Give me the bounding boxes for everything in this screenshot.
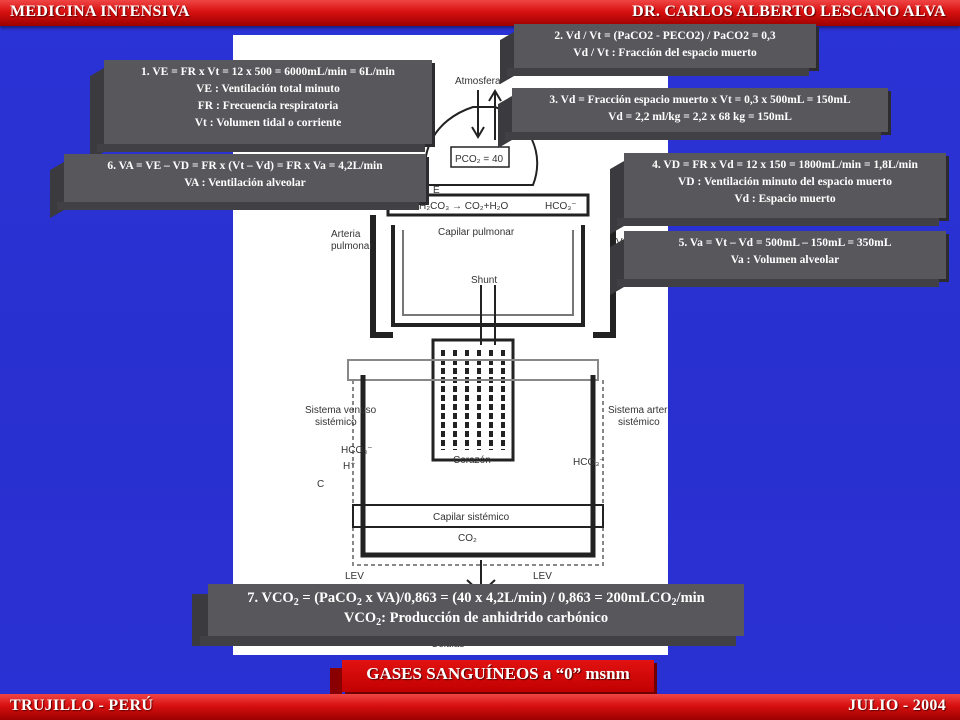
label-capilar-pulmonar: Capilar pulmonar — [438, 227, 515, 238]
footer-right: JULIO - 2004 — [848, 697, 946, 714]
card-6-line-1: 6. VA = VE – VD = FR x (Vt – Vd) = FR x … — [107, 160, 383, 172]
card-3: 3. Vd = Fracción espacio muerto x Vt = 0… — [505, 88, 888, 140]
pulmonary-loop — [391, 225, 585, 327]
systemic-capillary — [352, 504, 604, 528]
label-venoso-2: sistémico — [315, 417, 357, 428]
shunt-lines — [480, 285, 496, 345]
label-pco2: PCO₂ = 40 — [455, 154, 504, 165]
pulmonary-inner — [402, 230, 574, 316]
card-2-line-1: 2. Vd / Vt = (PaCO2 - PECO2) / PaCO2 = 0… — [554, 30, 776, 42]
systemic-loop — [360, 375, 596, 558]
formula-7-card: 7. VCO2 = (PaCO2 x VA)/0,863 = (40 x 4,2… — [192, 584, 744, 646]
heart-hatch — [441, 350, 505, 450]
arrowhead-down-1 — [471, 126, 485, 139]
label-arterial-2: sistémico — [618, 417, 660, 428]
card-1-line-2: VE : Ventilación total minuto — [196, 83, 340, 95]
formula-7-line-2: VCO2: Producción de anhidrido carbónico — [343, 610, 609, 628]
label-atmosfera: Atmosfera — [455, 76, 501, 87]
label-hco3-right: HCO₃⁻ — [573, 457, 605, 468]
label-co2: CO₂ — [458, 533, 477, 544]
arrowhead-up-1 — [488, 89, 502, 102]
header-right: DR. CARLOS ALBERTO LESCANO ALVA — [632, 3, 946, 20]
card-1: 1. VE = FR x Vt = 12 x 500 = 6000mL/min … — [97, 60, 432, 152]
label-h: H⁺ — [343, 461, 356, 472]
card-1-line-3: FR : Frecuencia respiratoria — [197, 100, 339, 112]
card-4-line-2: VD : Ventilación minuto del espacio muer… — [677, 176, 893, 188]
label-capilar-sistemico: Capilar sistémico — [433, 512, 510, 523]
card-3-line-2: Vd = 2,2 ml/kg = 2,2 x 68 kg = 150mL — [608, 111, 792, 123]
card-6: 6. VA = VE – VD = FR x (Vt – Vd) = FR x … — [57, 154, 426, 210]
card-5-line-2: Va : Volumen alveolar — [730, 254, 840, 266]
title-badge: GASES SANGUÍNEOS a “0” msnm — [330, 660, 654, 700]
card-5-line-1: 5. Va = Vt – Vd = 500mL – 150mL = 350mL — [678, 237, 892, 249]
label-e: E — [433, 185, 440, 196]
label-arteria-1: Arteria — [331, 229, 361, 240]
title-badge-text: GASES SANGUÍNEOS a “0” msnm — [366, 664, 630, 683]
header-bar: MEDICINA INTENSIVA DR. CARLOS ALBERTO LE… — [0, 0, 960, 26]
card-6-line-2: VA : Ventilación alveolar — [184, 177, 306, 189]
systemic-outer — [352, 380, 604, 566]
label-lev-right: LEV — [533, 571, 552, 582]
card-1-line-1: 1. VE = FR x Vt = 12 x 500 = 6000mL/min … — [141, 66, 395, 78]
heart-outline — [431, 338, 515, 462]
card-4-line-1: 4. VD = FR x Vd = 12 x 150 = 1800mL/min … — [652, 159, 918, 171]
card-4-line-3: Vd : Espacio muerto — [734, 193, 836, 205]
card-4: 4. VD = FR x Vd = 12 x 150 = 1800mL/min … — [617, 153, 946, 226]
label-arteria-2: pulmonar — [331, 241, 373, 252]
pco2-box — [450, 146, 510, 168]
label-arterial-1: Sistema arterial — [608, 405, 668, 416]
card-3-line-1: 3. Vd = Fracción espacio muerto x Vt = 0… — [549, 94, 851, 106]
formula-7-line-1: 7. VCO2 = (PaCO2 x VA)/0,863 = (40 x 4,2… — [247, 590, 705, 608]
label-shunt: Shunt — [471, 275, 497, 286]
label-hco3-left: HCO₃⁻ — [341, 445, 373, 456]
card-5: 5. Va = Vt – Vd = 500mL – 150mL = 350mL … — [617, 231, 946, 287]
card-1-line-4: Vt : Volumen tidal o corriente — [194, 117, 342, 129]
label-corazon: Corazón — [453, 455, 491, 466]
footer-left: TRUJILLO - PERÚ — [10, 697, 154, 714]
header-left: MEDICINA INTENSIVA — [10, 3, 190, 20]
footer-bar: TRUJILLO - PERÚ JULIO - 2004 — [0, 694, 960, 720]
label-venoso-1: Sistema venoso — [305, 405, 377, 416]
label-reaction: H₂CO₃ → CO₂+H₂O — [419, 201, 509, 212]
systemic-top-dashed — [347, 359, 599, 381]
label-c: C — [317, 479, 324, 490]
label-hco3-top: HCO₃⁻ — [545, 201, 577, 212]
card-2: 2. Vd / Vt = (PaCO2 - PECO2) / PaCO2 = 0… — [507, 24, 816, 76]
label-lev-left: LEV — [345, 571, 364, 582]
card-2-line-2: Vd / Vt : Fracción del espacio muerto — [573, 47, 757, 59]
